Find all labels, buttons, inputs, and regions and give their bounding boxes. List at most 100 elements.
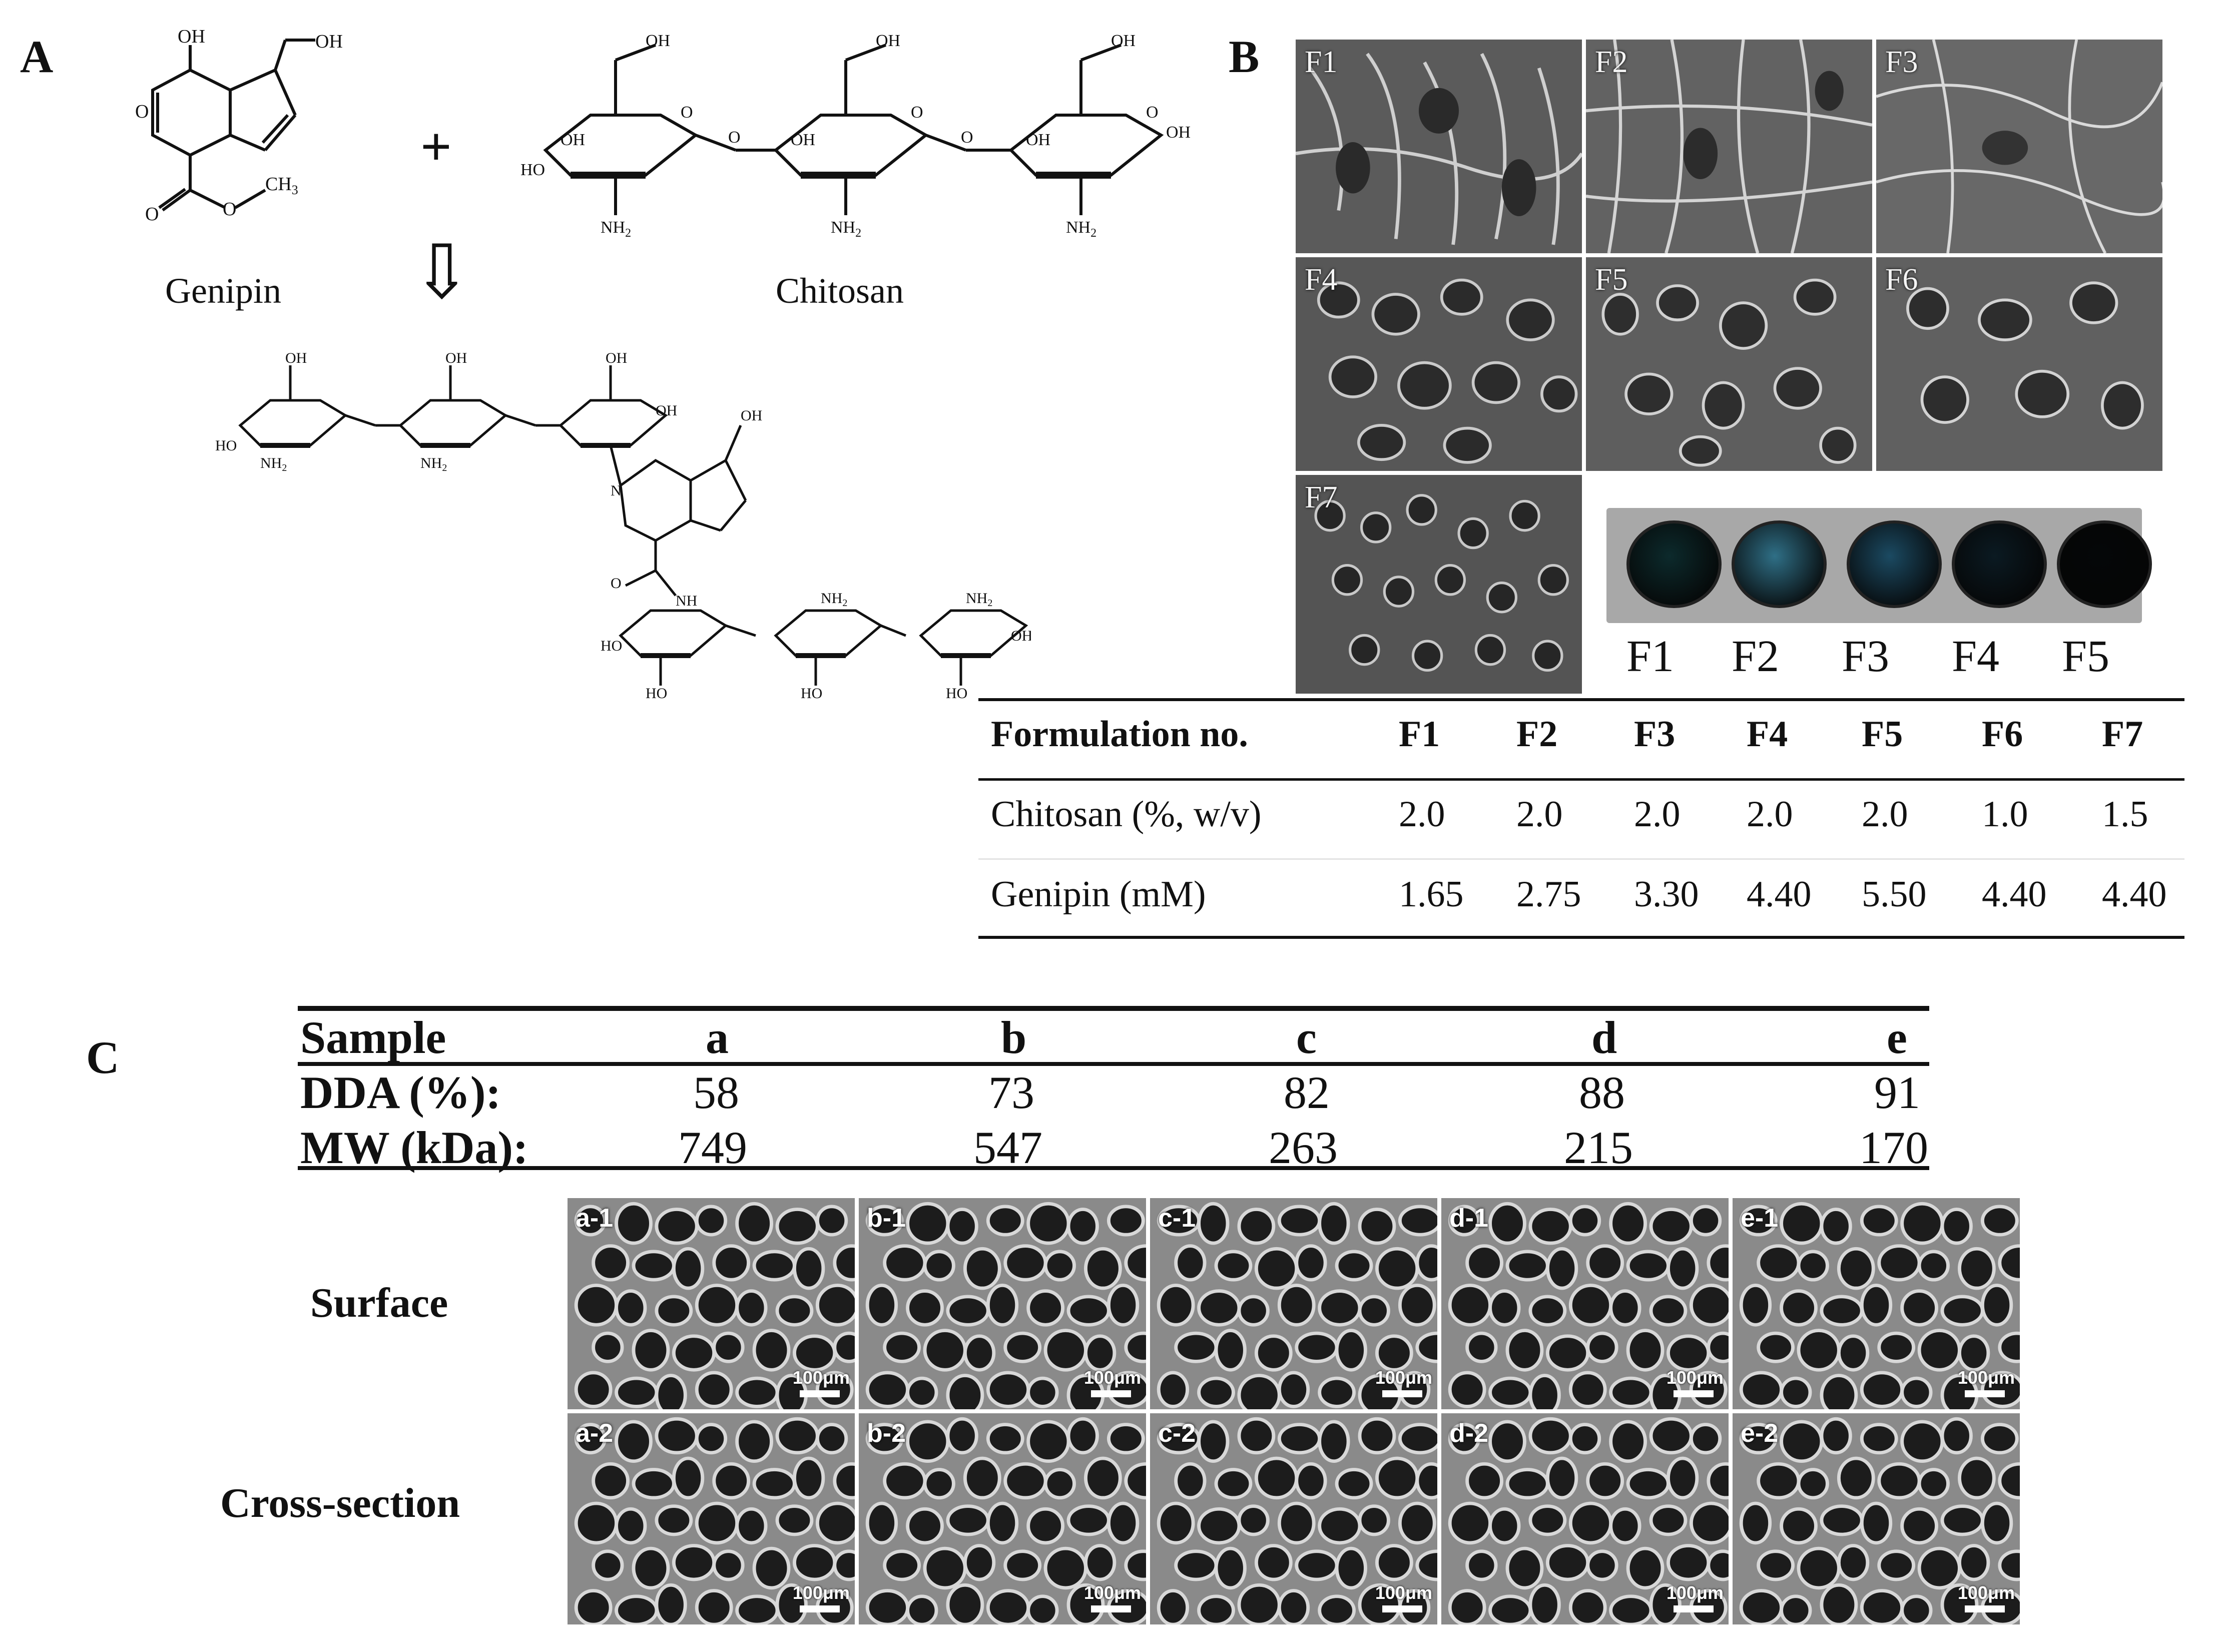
table-b-header-f5: F5	[1862, 714, 1903, 755]
table-b-cell: 2.0	[1634, 794, 1681, 835]
table-c-header-d: d	[1591, 1012, 1617, 1063]
svg-text:NH2: NH2	[420, 455, 447, 473]
table-b-cell: 2.0	[1747, 794, 1793, 835]
hydrogel-label-3: F3	[1842, 632, 1890, 681]
svg-text:OH: OH	[606, 350, 627, 366]
svg-text:NH2: NH2	[601, 218, 631, 240]
svg-text:OH: OH	[445, 350, 467, 366]
sem-tag-e-2: e-2	[1741, 1419, 1779, 1448]
svg-text:OH: OH	[285, 350, 307, 366]
scale-label: 100μm	[792, 1582, 850, 1603]
scale-label: 100μm	[792, 1367, 850, 1388]
table-b-cell: 4.40	[1982, 874, 2047, 915]
sem-f6: F6	[1874, 255, 2164, 473]
table-b-cell: 2.0	[1862, 794, 1908, 835]
table-c-dda-value: 88	[1579, 1067, 1625, 1118]
svg-text:NH: NH	[676, 593, 697, 609]
row-label-cross-section: Cross-section	[220, 1480, 460, 1526]
down-arrow-icon: ⇩	[410, 231, 473, 314]
table-c-dda-value: 91	[1874, 1067, 1920, 1118]
scale-bar	[1091, 1605, 1131, 1612]
table-b-cell: 2.0	[1399, 794, 1445, 835]
table-c-mw-value: 170	[1859, 1122, 1928, 1173]
hydrogel-well-3	[1847, 520, 1942, 608]
hydrogel-label-1: F1	[1626, 632, 1675, 681]
table-c-header-e: e	[1887, 1012, 1907, 1063]
svg-text:OH: OH	[1011, 628, 1031, 644]
panel-letter-b: B	[1229, 31, 1260, 82]
panel-letter-a: A	[20, 31, 54, 82]
sem-f5: F5	[1584, 255, 1874, 473]
sem-tag-a-2: a-2	[576, 1419, 614, 1448]
svg-text:OH: OH	[1166, 123, 1191, 142]
sem-b-1: b-1 100μm	[857, 1196, 1148, 1411]
table-b-header-label: Formulation no.	[991, 714, 1248, 755]
hydrogel-well-2	[1732, 520, 1827, 608]
svg-text:OH: OH	[315, 31, 343, 52]
svg-text:OH: OH	[1026, 131, 1050, 149]
table-b-header-f7: F7	[2102, 714, 2143, 755]
svg-text:O: O	[911, 103, 923, 122]
table-b-header-rule	[978, 778, 2184, 781]
scale-label: 100μm	[1957, 1582, 2015, 1603]
scale-bar	[1382, 1605, 1422, 1612]
table-b-cell: 1.0	[1982, 794, 2028, 835]
svg-text:HO: HO	[946, 685, 967, 701]
sem-label-f2: F2	[1595, 45, 1628, 79]
hydrogel-label-2: F2	[1732, 632, 1780, 681]
hydrogel-well-4	[1952, 520, 2047, 608]
table-c-dda-label: DDA (%):	[300, 1067, 501, 1118]
table-c-mw-value: 263	[1269, 1122, 1338, 1173]
sem-tag-d-2: d-2	[1449, 1419, 1488, 1448]
svg-text:O: O	[611, 575, 622, 592]
genipin-label: Genipin	[165, 271, 281, 311]
genipin-structure: OH OH O O O CH3	[135, 30, 343, 225]
sem-tag-a-1: a-1	[576, 1204, 614, 1233]
table-c-mw-label: MW (kDa):	[300, 1122, 528, 1173]
hydrogel-well-1	[1626, 520, 1722, 608]
scale-label: 100μm	[1083, 1582, 1141, 1603]
table-c-mw-value: 215	[1564, 1122, 1633, 1173]
table-b-header-f6: F6	[1982, 714, 2023, 755]
scale-bar	[1674, 1605, 1714, 1612]
sem-f7: F7	[1294, 473, 1584, 696]
sem-tag-e-1: e-1	[1741, 1204, 1779, 1233]
table-b-row-label: Chitosan (%, w/v)	[991, 794, 1262, 835]
sem-tag-b-1: b-1	[867, 1204, 906, 1233]
table-b-header-f2: F2	[1516, 714, 1558, 755]
table-b-cell: 2.0	[1516, 794, 1563, 835]
svg-text:N: N	[611, 482, 622, 499]
scale-bar	[800, 1390, 840, 1397]
sem-label-f5: F5	[1595, 263, 1628, 297]
scale-label: 100μm	[1666, 1367, 1724, 1388]
table-b-row-label: Genipin (mM)	[991, 874, 1206, 915]
svg-text:NH2: NH2	[966, 590, 992, 609]
svg-text:HO: HO	[520, 161, 545, 179]
table-c-header-label: Sample	[300, 1012, 446, 1063]
sem-label-f1: F1	[1305, 45, 1338, 79]
scale-label: 100μm	[1375, 1367, 1432, 1388]
svg-text:NH2: NH2	[831, 218, 861, 240]
scale-bar	[800, 1605, 840, 1612]
sem-tag-c-2: c-2	[1158, 1419, 1196, 1448]
svg-text:HO: HO	[646, 685, 667, 701]
svg-text:HO: HO	[801, 685, 822, 701]
svg-text:OH: OH	[1111, 32, 1136, 50]
svg-text:O: O	[145, 204, 159, 225]
table-b-cell: 1.65	[1399, 874, 1464, 915]
table-b-cell: 5.50	[1862, 874, 1927, 915]
svg-text:OH: OH	[791, 131, 815, 149]
panel-letter-c: C	[86, 1032, 120, 1083]
svg-text:O: O	[961, 128, 973, 147]
sem-tag-c-1: c-1	[1158, 1204, 1196, 1233]
sem-f3: F3	[1874, 38, 2164, 255]
svg-text:OH: OH	[178, 30, 205, 47]
sem-a-2: a-2 100μm	[566, 1411, 857, 1626]
scale-label: 100μm	[1083, 1367, 1141, 1388]
sem-label-f6: F6	[1885, 263, 1918, 297]
hydrogel-label-5: F5	[2062, 632, 2110, 681]
